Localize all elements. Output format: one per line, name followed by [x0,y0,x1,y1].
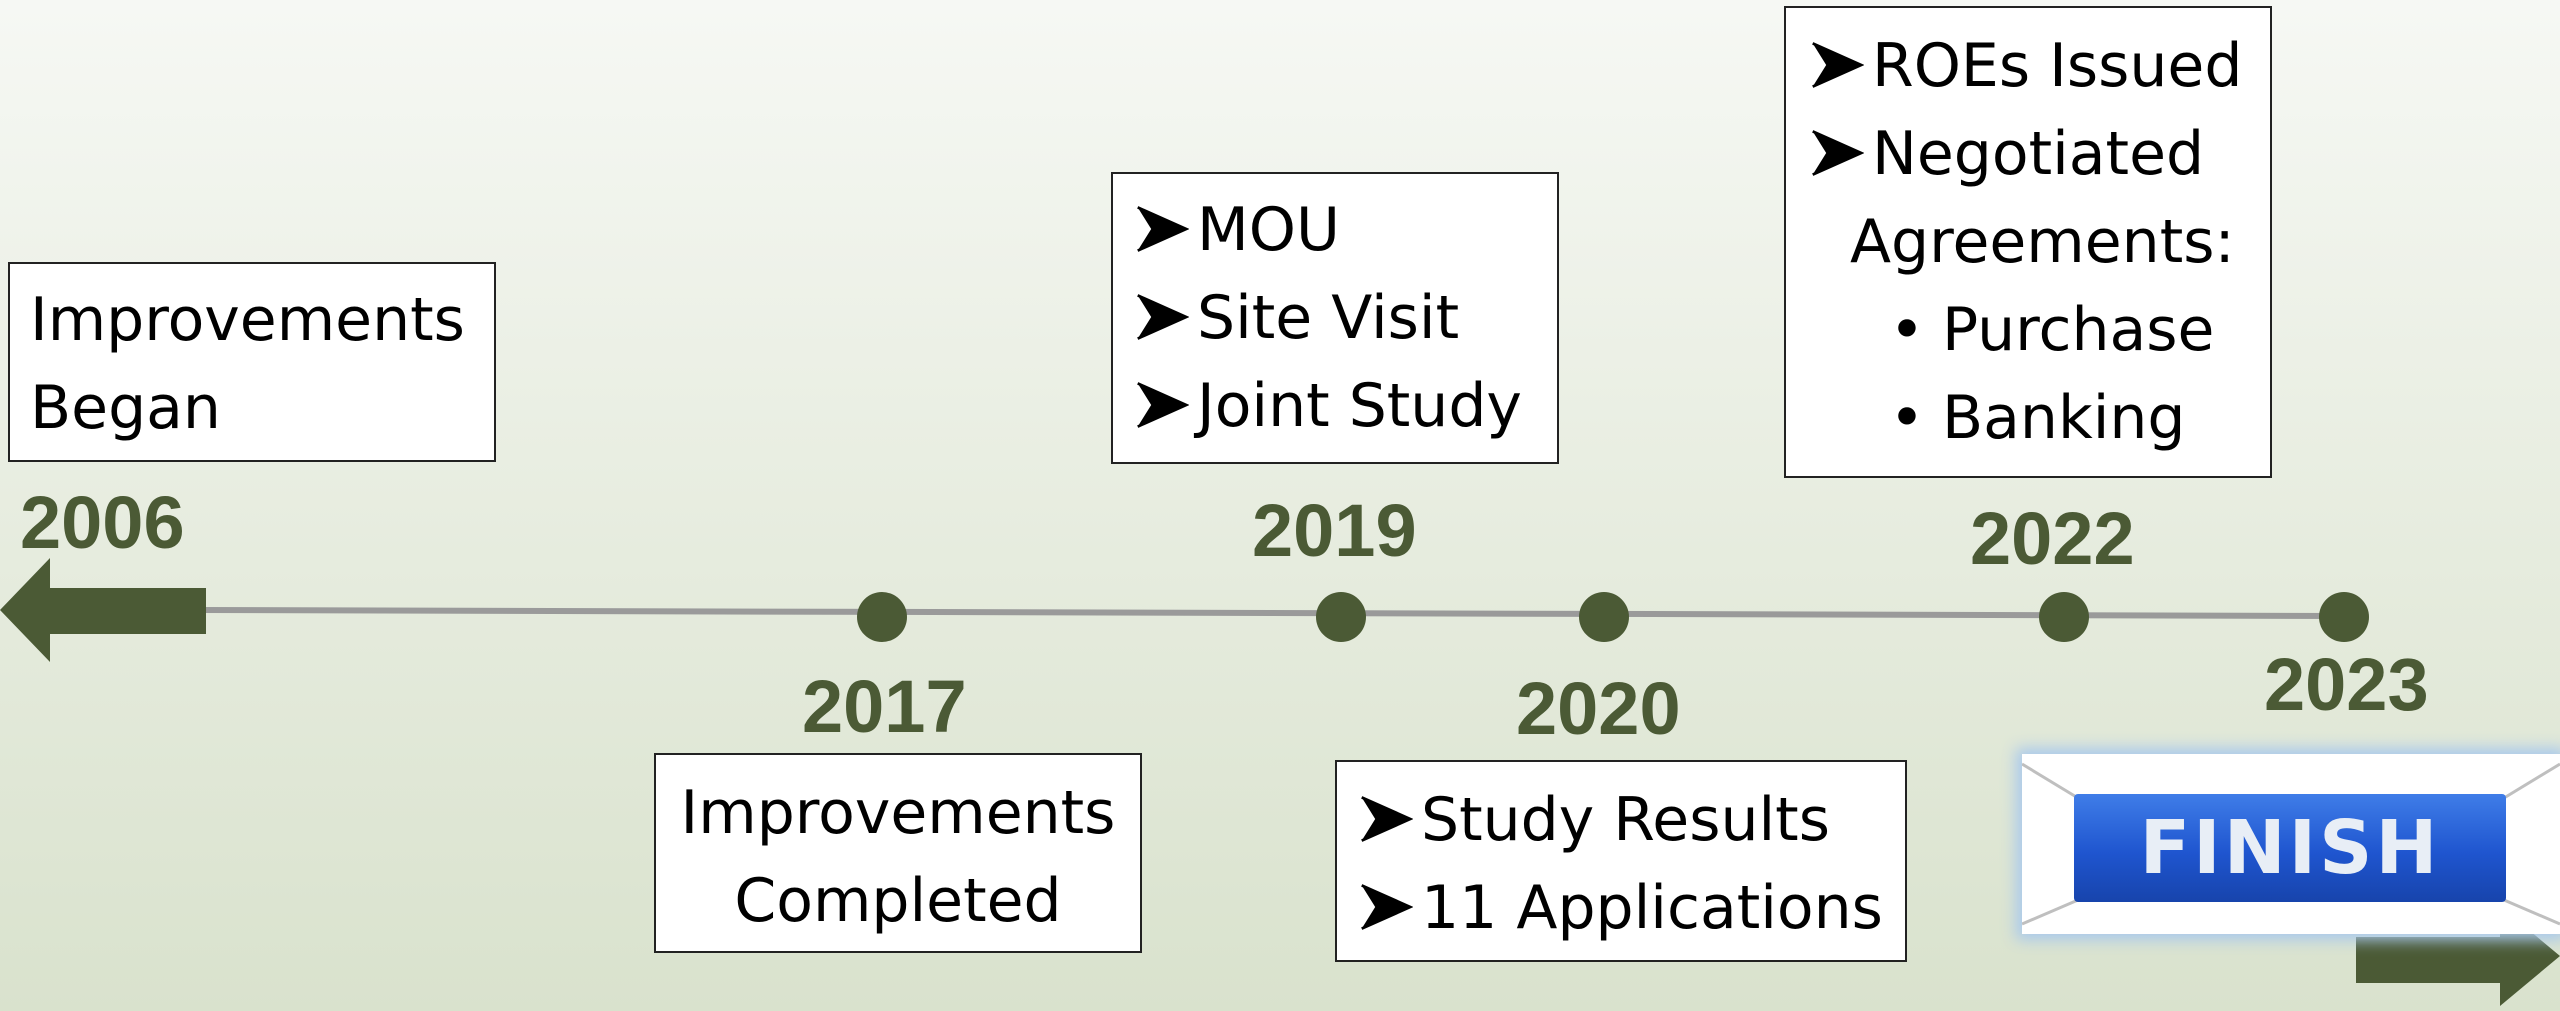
bullet-item: Site Visit [1135,274,1557,362]
year-2020: 2020 [1516,667,1681,750]
year-2022: 2022 [1970,497,2135,580]
year-2006: 2006 [20,481,185,564]
dot-bullet-icon: • [1889,295,1925,365]
year-2019: 2019 [1252,489,1417,572]
arrow-bullet-icon [1810,110,1872,198]
bullet-item: Negotiated [1810,110,2270,198]
bullet-item: Joint Study [1135,362,1557,450]
arrow-bullet-icon [1359,864,1421,952]
sub-bullet-text: Purchase [1942,295,2215,365]
bullet-text: Study Results [1421,785,1830,855]
bullet-text: 11 Applications [1421,873,1883,943]
arrow-bullet-icon [1135,274,1197,362]
bullet-text: Site Visit [1197,283,1460,353]
box-text-line: Began [30,373,221,443]
banner-rope-icon [2022,762,2560,926]
box-text-line: Improvements [30,285,465,355]
bullet-item: 11 Applications [1359,864,1905,952]
bullet-item: ROEs Issued [1810,22,2270,110]
box-text-line: Completed [734,866,1062,936]
sub-bullet-text: Banking [1942,383,2186,453]
milestone-dot-2022 [2039,592,2089,642]
bullet-text: ROEs Issued [1872,31,2243,101]
year-2023: 2023 [2264,643,2429,726]
finish-banner: FINISH [2074,794,2506,902]
milestone-box-2019: MOU Site Visit Joint Study [1111,172,1559,464]
milestone-box-2020: Study Results 11 Applications [1335,760,1907,962]
timeline-line [199,607,2346,619]
milestone-dot-2017 [857,592,907,642]
bullet-text: Negotiated [1872,119,2205,189]
bullet-continuation: Agreements: [1850,207,2235,277]
arrow-bullet-icon [1359,776,1421,864]
bullet-text: Joint Study [1197,371,1522,441]
sub-bullet-item: •Purchase [1810,286,2270,374]
milestone-dot-2020 [1579,592,1629,642]
bullet-item: MOU [1135,186,1557,274]
arrow-bullet-icon [1135,362,1197,450]
bullet-text: MOU [1197,195,1340,265]
finish-banner-image: FINISH [2022,754,2560,934]
milestone-box-2006: Improvements Began [8,262,496,462]
milestone-dot-2019 [1316,592,1366,642]
sub-bullet-item: •Banking [1810,374,2270,462]
milestone-box-2022: ROEs Issued Negotiated Agreements: •Purc… [1784,6,2272,478]
milestone-box-2017: Improvements Completed [654,753,1142,953]
bullet-item: Study Results [1359,776,1905,864]
box-text-line: Improvements [680,778,1116,848]
year-2017: 2017 [802,665,967,748]
milestone-dot-2023 [2319,592,2369,642]
arrow-bullet-icon [1135,186,1197,274]
arrow-bullet-icon [1810,22,1872,110]
dot-bullet-icon: • [1889,383,1925,453]
left-arrow-icon [0,558,206,662]
